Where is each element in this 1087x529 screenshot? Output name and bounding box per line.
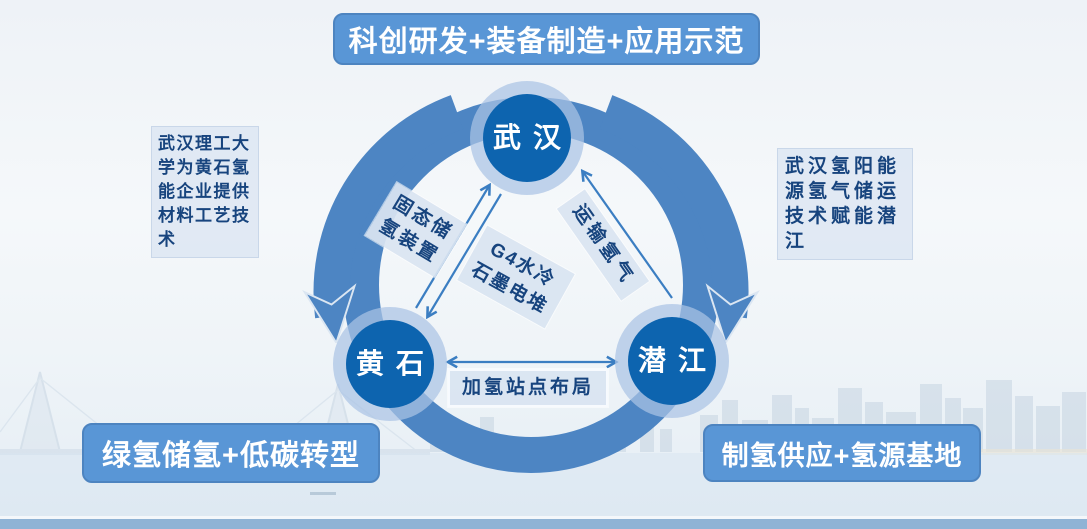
wuhan-node-circle — [483, 94, 571, 182]
thin-arrow-qianjiang-to-wuhan — [583, 172, 673, 299]
huangshi-node-label: 黄石 — [355, 348, 436, 379]
note-hydrogen-energy-transport-tech: 武汉氢阳能源氢气储运技术赋能潜江 — [777, 148, 913, 260]
banner-green-hydrogen-storage: 绿氢储氢+低碳转型 — [82, 423, 380, 483]
thin-arrow-wuhan-to-huangshi — [428, 193, 502, 316]
huangshi-node-circle — [346, 320, 434, 408]
arc-arrow-wuhan-to-qianjiang — [599, 95, 731, 316]
banner-rnd-manufacturing-demo: 科创研发+装备制造+应用示范 — [333, 13, 760, 65]
qianjiang-node-circle — [628, 317, 716, 405]
note-wuhan-university-support: 武汉理工大学为黄石氢能企业提供材料工艺技术 — [151, 126, 259, 258]
arc-arrow-wuhan-to-huangshi — [332, 95, 464, 316]
wuhan-node-label: 武汉 — [492, 122, 573, 153]
banner-hydrogen-supply-base: 制氢供应+氢源基地 — [703, 424, 981, 482]
qianjiang-node-label: 潜江 — [637, 345, 718, 376]
edge-label-refueling-station-layout: 加氢站点布局 — [447, 369, 609, 407]
